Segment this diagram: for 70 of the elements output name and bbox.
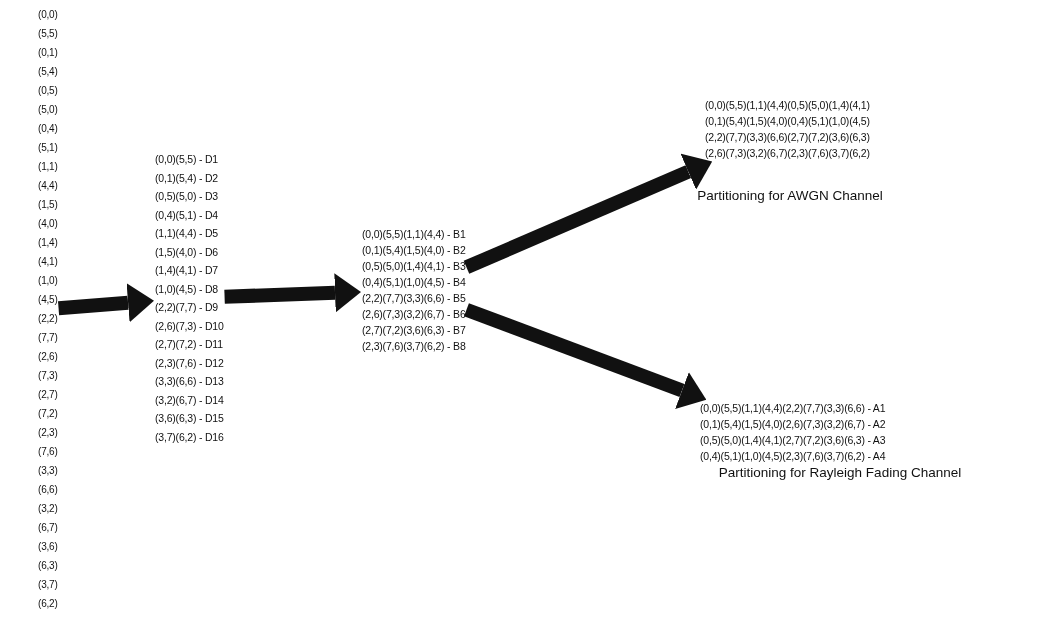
coordinate-list-line: (2,3)(7,6) - D12 bbox=[155, 355, 224, 371]
coordinate-list-line: (3,2) bbox=[38, 502, 58, 516]
coordinate-list-line: (6,2) bbox=[38, 597, 58, 611]
coordinate-list-line: (3,2)(6,7) - D14 bbox=[155, 392, 224, 408]
coordinate-list-line: (1,0)(4,5) - D8 bbox=[155, 281, 218, 297]
coordinate-list-line: (1,1) bbox=[38, 160, 58, 174]
coordinate-list-line: (2,3)(7,6)(3,7)(6,2) - B8 bbox=[362, 339, 466, 354]
coordinate-list-line: (2,7)(7,2)(3,6)(6,3) - B7 bbox=[362, 323, 466, 338]
coordinate-list-line: (1,4)(4,1) - D7 bbox=[155, 263, 218, 278]
coordinate-list-line: (0,1)(5,4)(1,5)(4,0)(0,4)(5,1)(1,0)(4,5) bbox=[705, 114, 870, 129]
partition-caption: Partitioning for AWGN Channel bbox=[696, 188, 884, 203]
coordinate-list-line: (6,3) bbox=[38, 559, 58, 573]
coordinate-list-line: (3,3) bbox=[38, 464, 58, 478]
coordinate-list-line: (0,0)(5,5) - D1 bbox=[155, 152, 218, 167]
coordinate-list-line: (2,3) bbox=[38, 426, 58, 440]
coordinate-list-line: (1,0) bbox=[38, 274, 58, 288]
coordinate-list-line: (2,6) bbox=[38, 350, 58, 364]
coordinate-list-line: (2,7)(7,2) - D11 bbox=[155, 337, 223, 352]
block-arrow bbox=[463, 153, 713, 274]
coordinate-list-line: (7,2) bbox=[38, 407, 58, 421]
coordinate-list-line: (2,6)(7,3)(3,2)(6,7) - B6 bbox=[362, 307, 466, 322]
coordinate-list-line: (0,1) bbox=[38, 46, 58, 60]
coordinate-list-line: (2,2) bbox=[38, 312, 58, 326]
coordinate-list-line: (5,1) bbox=[38, 141, 58, 155]
coordinate-list-line: (0,4)(5,1)(1,0)(4,5)(2,3)(7,6)(3,7)(6,2) - A4 bbox=[700, 449, 886, 464]
coordinate-list-line: (0,0)(5,5)(1,1)(4,4)(0,5)(5,0)(1,4)(4,1) bbox=[705, 98, 870, 113]
coordinate-list-line: (4,5) bbox=[38, 293, 58, 307]
block-arrow bbox=[58, 283, 154, 323]
coordinate-list-line: (0,1)(5,4)(1,5)(4,0) - B2 bbox=[362, 243, 466, 258]
coordinate-list-line: (2,2)(7,7) - D9 bbox=[155, 300, 218, 315]
coordinate-list-line: (0,0)(5,5)(1,1)(4,4)(2,2)(7,7)(3,3)(6,6) - A1 bbox=[700, 401, 886, 416]
coordinate-list-line: (4,1) bbox=[38, 255, 58, 269]
coordinate-list-line: (2,2)(7,7)(3,3)(6,6) - B5 bbox=[362, 291, 466, 306]
coordinate-list-line: (3,6) bbox=[38, 540, 58, 554]
coordinate-list-line: (0,4)(5,1)(1,0)(4,5) - B4 bbox=[362, 275, 466, 290]
coordinate-list-line: (0,0) bbox=[38, 8, 58, 22]
coordinate-list-line: (4,4) bbox=[38, 179, 58, 193]
coordinate-list-line: (1,5) bbox=[38, 198, 58, 212]
coordinate-list-line: (0,4)(5,1) - D4 bbox=[155, 207, 218, 223]
block-arrow bbox=[224, 273, 361, 313]
coordinate-list-line: (3,6)(6,3) - D15 bbox=[155, 411, 224, 426]
coordinate-list-line: (3,3)(6,6) - D13 bbox=[155, 374, 224, 389]
coordinate-list-line: (0,5) bbox=[38, 84, 58, 98]
coordinate-list-line: (7,6) bbox=[38, 445, 58, 459]
partition-caption: Partitioning for Rayleigh Fading Channel bbox=[717, 465, 963, 480]
coordinate-list-line: (5,0) bbox=[38, 103, 58, 117]
coordinate-list-line: (6,6) bbox=[38, 483, 58, 497]
coordinate-list-line: (0,5)(5,0)(1,4)(4,1) - B3 bbox=[362, 259, 466, 274]
coordinate-list-line: (5,5) bbox=[38, 27, 58, 41]
coordinate-list-line: (0,5)(5,0) - D3 bbox=[155, 189, 218, 204]
coordinate-list-line: (1,5)(4,0) - D6 bbox=[155, 244, 218, 260]
coordinate-list-line: (0,5)(5,0)(1,4)(4,1)(2,7)(7,2)(3,6)(6,3) - A3 bbox=[700, 433, 886, 448]
coordinate-list-line: (6,7) bbox=[38, 521, 58, 535]
coordinate-list-line: (3,7) bbox=[38, 578, 58, 592]
coordinate-list-line: (7,7) bbox=[38, 331, 58, 345]
coordinate-list-line: (1,1)(4,4) - D5 bbox=[155, 226, 218, 241]
coordinate-list-line: (7,3) bbox=[38, 369, 58, 383]
coordinate-list-line: (2,7) bbox=[38, 388, 58, 402]
coordinate-list-line: (4,0) bbox=[38, 217, 58, 231]
coordinate-list-line: (3,7)(6,2) - D16 bbox=[155, 429, 224, 445]
block-arrow bbox=[464, 303, 707, 409]
coordinate-list-line: (0,4) bbox=[38, 122, 58, 136]
coordinate-list-line: (2,2)(7,7)(3,3)(6,6)(2,7)(7,2)(3,6)(6,3) bbox=[705, 130, 870, 145]
coordinate-list-line: (2,6)(7,3) - D10 bbox=[155, 318, 224, 334]
coordinate-list-line: (1,4) bbox=[38, 236, 58, 250]
coordinate-list-line: (0,0)(5,5)(1,1)(4,4) - B1 bbox=[362, 227, 466, 242]
coordinate-list-line: (2,6)(7,3)(3,2)(6,7)(2,3)(7,6)(3,7)(6,2) bbox=[705, 146, 870, 161]
coordinate-list-line: (0,1)(5,4) - D2 bbox=[155, 170, 218, 186]
coordinate-list-line: (0,1)(5,4)(1,5)(4,0)(2,6)(7,3)(3,2)(6,7) - A2 bbox=[700, 417, 886, 432]
coordinate-list-line: (5,4) bbox=[38, 65, 58, 79]
